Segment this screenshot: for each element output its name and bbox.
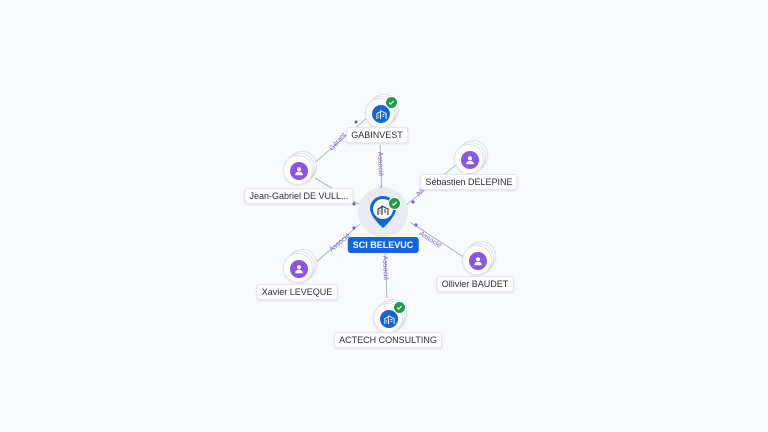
node-label: ACTECH CONSULTING xyxy=(334,332,442,348)
center-label: SCI BELEVUC xyxy=(347,237,419,253)
edge-gabinvest-center xyxy=(379,144,383,194)
building-icon xyxy=(372,105,390,123)
edge-arrow xyxy=(414,223,418,227)
edge-jean-gabriel-gabinvest xyxy=(311,116,369,166)
edge-arrow xyxy=(352,226,356,230)
node-label: Ollivier BAUDET xyxy=(436,276,514,292)
node-label: GABINVEST xyxy=(346,127,408,143)
person-icon xyxy=(461,151,479,169)
node-label: Xavier LEVEQUE xyxy=(256,284,338,300)
edge-arrow xyxy=(411,200,415,204)
verified-check-icon xyxy=(385,96,398,109)
building-icon xyxy=(380,310,398,328)
verified-check-icon xyxy=(393,301,406,314)
edge-label-associe-actech: Associé xyxy=(381,255,389,281)
node-label: Sébastien DELEPINE xyxy=(420,174,518,190)
node-label: Jean-Gabriel DE VULL... xyxy=(244,188,354,204)
edge-arrow xyxy=(354,120,358,124)
edge-xavier-center xyxy=(314,223,361,264)
person-icon xyxy=(290,162,308,180)
edge-ollivier-center xyxy=(409,221,466,259)
edge-arrow xyxy=(352,202,356,206)
building-icon xyxy=(377,203,389,215)
edge-label-associe-gabinvest: Associé xyxy=(376,151,384,177)
edge-actech-center xyxy=(384,251,388,299)
person-icon xyxy=(469,252,487,270)
verified-check-icon xyxy=(388,197,401,210)
person-icon xyxy=(290,260,308,278)
